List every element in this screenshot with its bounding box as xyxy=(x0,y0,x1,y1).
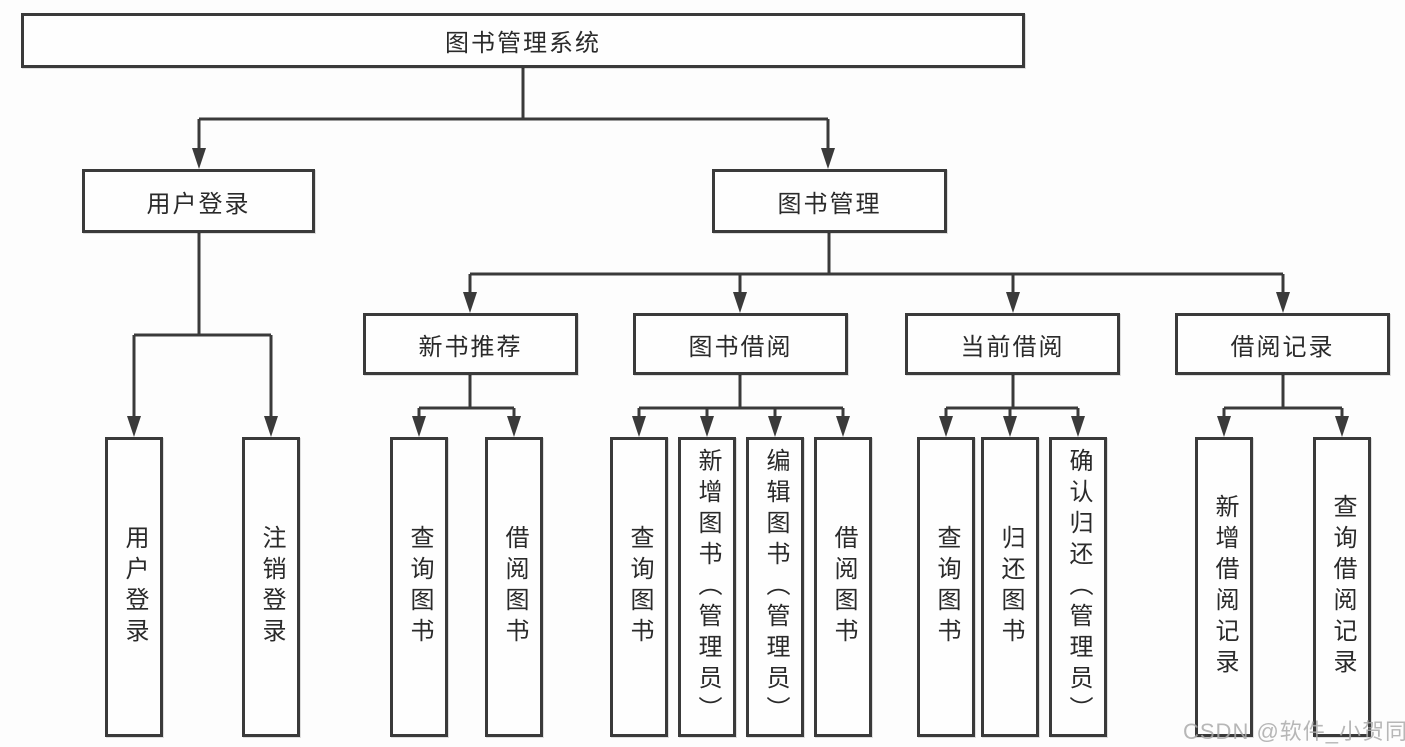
node-book-borrowing: 图书借阅 xyxy=(633,313,848,375)
leaf-borrow-books-borrowing: 借阅图书 xyxy=(814,437,872,737)
leaf-return-books: 归还图书 xyxy=(981,437,1039,737)
leaf-logout: 注销登录 xyxy=(242,437,300,737)
node-book-management: 图书管理 xyxy=(712,169,947,233)
csdn-watermark: CSDN @软件_小贺同学 xyxy=(1183,719,1405,744)
node-current-borrowing: 当前借阅 xyxy=(905,313,1120,375)
leaf-add-books-admin: 新增图书（管理员） xyxy=(678,437,736,737)
leaf-query-books-current: 查询图书 xyxy=(917,437,975,737)
node-root: 图书管理系统 xyxy=(21,13,1025,68)
leaf-user-login: 用户登录 xyxy=(105,437,163,737)
leaf-confirm-return-admin: 确认归还（管理员） xyxy=(1049,437,1107,737)
leaf-add-borrow-record: 新增借阅记录 xyxy=(1195,437,1253,737)
node-borrowing-records: 借阅记录 xyxy=(1175,313,1390,375)
leaf-query-borrow-record: 查询借阅记录 xyxy=(1313,437,1371,737)
leaf-borrow-books-recommend: 借阅图书 xyxy=(485,437,543,737)
node-user-login: 用户登录 xyxy=(82,169,315,233)
leaf-query-books-recommend: 查询图书 xyxy=(390,437,448,737)
leaf-edit-books-admin: 编辑图书（管理员） xyxy=(746,437,804,737)
node-new-book-recommend: 新书推荐 xyxy=(363,313,578,375)
leaf-query-books-borrowing: 查询图书 xyxy=(610,437,668,737)
